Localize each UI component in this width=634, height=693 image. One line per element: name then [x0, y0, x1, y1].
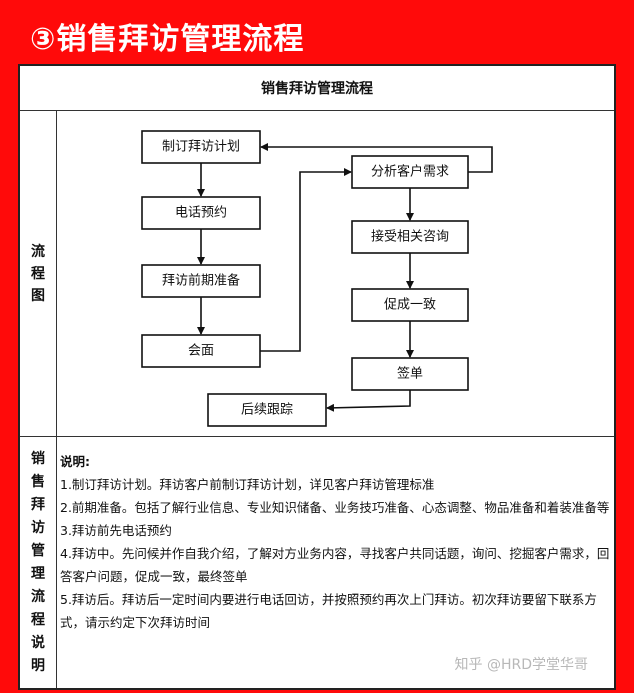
step-plan-box: [141, 130, 261, 164]
note-item: 4.拜访中。先问候并作自我介绍，了解对方业务内容，寻找客户共同话题，询问、挖掘客…: [60, 546, 610, 584]
process-sheet: 销售拜访管理流程 流 程 图 销 售 拜 访 管 理 流 程 说 明: [18, 64, 616, 690]
label-char: 管: [31, 542, 45, 559]
step-sign-box: [351, 357, 469, 391]
step-follow-box: [207, 393, 327, 427]
step-accept-box: [351, 220, 469, 254]
arrow-sign-to-follow: [326, 390, 411, 412]
label-char: 流: [31, 588, 45, 605]
step-meet-box: [141, 334, 261, 368]
label-char: 理: [31, 565, 45, 582]
label-char: 售: [31, 473, 45, 490]
label-char: 流: [31, 243, 45, 260]
arrow-loop-to-plan: [260, 143, 493, 173]
notes-heading: 说明:: [60, 454, 90, 469]
step-agree-label: 促成一致: [384, 298, 436, 313]
step-accept-label: 接受相关咨询: [371, 229, 449, 245]
step-call-box: [141, 196, 261, 230]
step-plan-label: 制订拜访计划: [162, 140, 240, 155]
step-sign-label: 签单: [397, 366, 423, 382]
watermark: 知乎 @HRD学堂华哥: [454, 657, 589, 673]
step-meet-label: 会面: [188, 344, 214, 359]
title-divider: [20, 110, 614, 111]
notes-label: 销 售 拜 访 管 理 流 程 说 明: [20, 437, 56, 688]
step-analyze-label: 分析客户需求: [371, 164, 449, 180]
flowchart-label: 流 程 图: [20, 111, 56, 436]
label-char: 程: [31, 611, 45, 628]
step-follow-label: 后续跟踪: [241, 403, 293, 418]
label-char: 销: [31, 450, 45, 467]
note-item: 2.前期准备。包括了解行业信息、专业知识储备、业务技巧准备、心态调整、物品准备和…: [60, 500, 610, 515]
step-call-label: 电话预约: [175, 206, 227, 221]
label-char: 明: [31, 657, 45, 674]
notes-section: 说明: 1.制订拜访计划。拜访客户前制订拜访计划，详见客户拜访管理标准 2.前期…: [60, 450, 610, 634]
section-divider: [20, 436, 614, 437]
note-item: 5.拜访后。拜访后一定时间内要进行电话回访，并按照预约再次上门拜访。初次拜访要留…: [60, 592, 597, 630]
label-char: 访: [31, 519, 45, 536]
label-char: 图: [31, 287, 45, 304]
page-title: ③销售拜访管理流程: [30, 22, 305, 57]
label-char: 程: [31, 265, 45, 282]
flowchart: 制订拜访计划 电话预约 拜访前期准备 会面 分析客户需求 接受相关咨询 促成一致…: [141, 130, 493, 427]
sheet-title: 销售拜访管理流程: [261, 81, 373, 97]
note-item: 1.制订拜访计划。拜访客户前制订拜访计划，详见客户拜访管理标准: [60, 477, 435, 492]
label-char: 说: [31, 634, 45, 651]
step-prep-label: 拜访前期准备: [162, 273, 240, 289]
step-agree-box: [351, 288, 469, 322]
label-char: 拜: [31, 496, 45, 513]
label-column-divider: [56, 110, 57, 688]
note-item: 3.拜访前先电话预约: [60, 523, 172, 538]
arrow-meet-to-analyze: [260, 168, 352, 352]
